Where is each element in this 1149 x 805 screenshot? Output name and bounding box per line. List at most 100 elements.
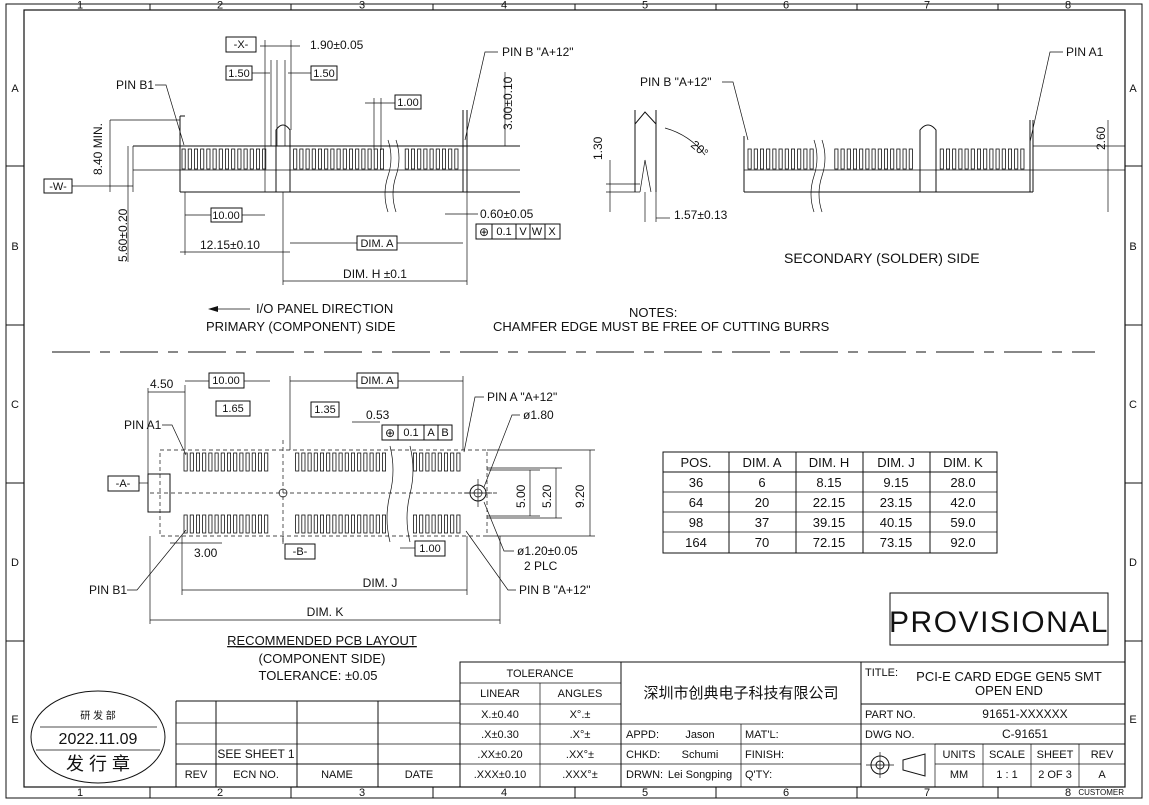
appd-label: APPD: — [626, 729, 659, 741]
dim-table-cell: 59.0 — [950, 515, 975, 530]
pcb-pad-bottom — [251, 514, 256, 534]
label-pin-b-bottom: PIN B "A+12" — [519, 583, 591, 597]
primary-pad — [293, 148, 298, 170]
primary-pad — [330, 148, 335, 170]
box-dim-a: DIM. A — [360, 238, 394, 250]
dim-12-15: 12.15±0.10 — [200, 238, 260, 252]
gdt-primary-ref-1: V — [519, 226, 527, 238]
dim-table-cell: 92.0 — [950, 535, 975, 550]
tolerance-header-linear: LINEAR — [480, 688, 520, 700]
secondary-pad — [797, 148, 802, 170]
pcb-pad-top — [375, 452, 380, 472]
pcb-pad-bottom — [239, 514, 244, 534]
secondary-side-caption: SECONDARY (SOLDER) SIDE — [784, 250, 980, 266]
pcb-pad-bottom — [245, 514, 250, 534]
dim-table-cell: 28.0 — [950, 475, 975, 490]
gdt-pcb-tol: 0.1 — [403, 427, 418, 439]
secondary-pad — [1020, 148, 1025, 170]
pcb-pad-top — [381, 452, 386, 472]
label-pin-a1-pcb: PIN A1 — [124, 418, 162, 432]
pcb-box-1-35: 1.35 — [314, 404, 335, 416]
pcb-pad-top — [419, 452, 424, 472]
appd-name: Jason — [685, 729, 714, 741]
primary-pad — [435, 148, 440, 170]
dim-table-cell: 42.0 — [950, 495, 975, 510]
datum-a-label: -A- — [116, 478, 131, 490]
secondary-pad — [989, 148, 994, 170]
units-value: MM — [950, 769, 968, 781]
label-pin-a-top: PIN A "A+12" — [487, 390, 557, 404]
secondary-pad — [1008, 148, 1013, 170]
secondary-pad — [871, 148, 876, 170]
datum-w-label: -W- — [49, 181, 67, 193]
drawing-title-line-1: PCI-E CARD EDGE GEN5 SMT — [916, 669, 1102, 684]
secondary-pad — [772, 148, 777, 170]
primary-pad — [355, 148, 360, 170]
primary-pad — [299, 148, 304, 170]
box-100-top: 1.00 — [397, 97, 418, 109]
sheet-label: SHEET — [1037, 749, 1074, 761]
primary-pad — [255, 148, 260, 170]
stamp-dept: 研 发 部 — [80, 709, 116, 722]
pcb-pad-bottom — [183, 514, 188, 534]
box-150-b: 1.50 — [313, 68, 334, 80]
label-pin-b-secondary: PIN B "A+12" — [640, 75, 712, 89]
secondary-pad — [1001, 148, 1006, 170]
io-panel-direction: I/O PANEL DIRECTION — [256, 301, 393, 316]
primary-break-mark-2 — [392, 139, 400, 213]
pcb-pad-top — [307, 452, 312, 472]
pcb-pad-top — [338, 452, 343, 472]
dim-3-00-pcb: 3.00 — [194, 546, 218, 560]
dim-5-00: 5.00 — [514, 484, 528, 508]
primary-pad — [454, 148, 459, 170]
datum-b-label: -B- — [293, 546, 308, 558]
primary-pad — [373, 148, 378, 170]
dim-table-cell: 20 — [755, 495, 769, 510]
gdt-frame-primary: ⊕ 0.1 V W X — [475, 223, 561, 240]
pcb-layout-subtitle: (COMPONENT SIDE) — [259, 651, 386, 666]
gdt-primary-ref-3: X — [548, 226, 556, 238]
secondary-pad — [995, 148, 1000, 170]
secondary-pad — [747, 148, 752, 170]
pcb-pad-top — [295, 452, 300, 472]
primary-pad — [218, 148, 223, 170]
primary-pad — [249, 148, 254, 170]
primary-side-view: -X- 1.90±0.05 1.50 1.50 1.00 PIN B "A+12… — [43, 36, 574, 334]
drwn-label: DRWN: — [626, 769, 663, 781]
pcb-pad-bottom — [220, 514, 225, 534]
secondary-pad — [983, 148, 988, 170]
primary-pad — [212, 148, 217, 170]
primary-pad — [404, 148, 409, 170]
pcb-pad-top — [208, 452, 213, 472]
pcb-pad-bottom — [431, 514, 436, 534]
tolerance-angle: X°.± — [570, 709, 591, 721]
zone-col-6-top: 6 — [783, 0, 789, 12]
zone-col-3-bottom: 3 — [359, 787, 365, 799]
pcb-pad-top — [195, 452, 200, 472]
zone-col-1-top: 1 — [77, 0, 83, 12]
zone-col-7-bottom: 7 — [924, 787, 930, 799]
zone-row-c-right: C — [1129, 399, 1137, 411]
pcb-pad-top — [245, 452, 250, 472]
secondary-pad — [778, 148, 783, 170]
notes-title: NOTES: — [629, 305, 677, 320]
gdt-pcb-ref-2: B — [441, 427, 448, 439]
rev-header-date: DATE — [405, 769, 434, 781]
secondary-pad — [896, 148, 901, 170]
dim-table-cell: 8.15 — [816, 475, 841, 490]
pcb-pad-bottom — [202, 514, 207, 534]
scale-value: 1 : 1 — [996, 769, 1017, 781]
tolerance-header-angles: ANGLES — [558, 688, 603, 700]
secondary-side-view: 1.30 20° 1.57±0.13 PIN B "A+12" PIN A1 2… — [591, 45, 1125, 266]
dim-table-cell: 73.15 — [880, 535, 913, 550]
pcb-pad-top — [344, 452, 349, 472]
notes-text: CHAMFER EDGE MUST BE FREE OF CUTTING BUR… — [493, 319, 830, 334]
pcb-pad-top — [431, 452, 436, 472]
zone-col-4-bottom: 4 — [501, 787, 507, 799]
dim-table-cell: 22.15 — [813, 495, 846, 510]
pcb-pad-top — [443, 452, 448, 472]
scale-label: SCALE — [989, 749, 1025, 761]
drwn-name: Lei Songping — [668, 769, 732, 781]
pcb-pad-top — [326, 452, 331, 472]
pcb-pad-bottom — [363, 514, 368, 534]
